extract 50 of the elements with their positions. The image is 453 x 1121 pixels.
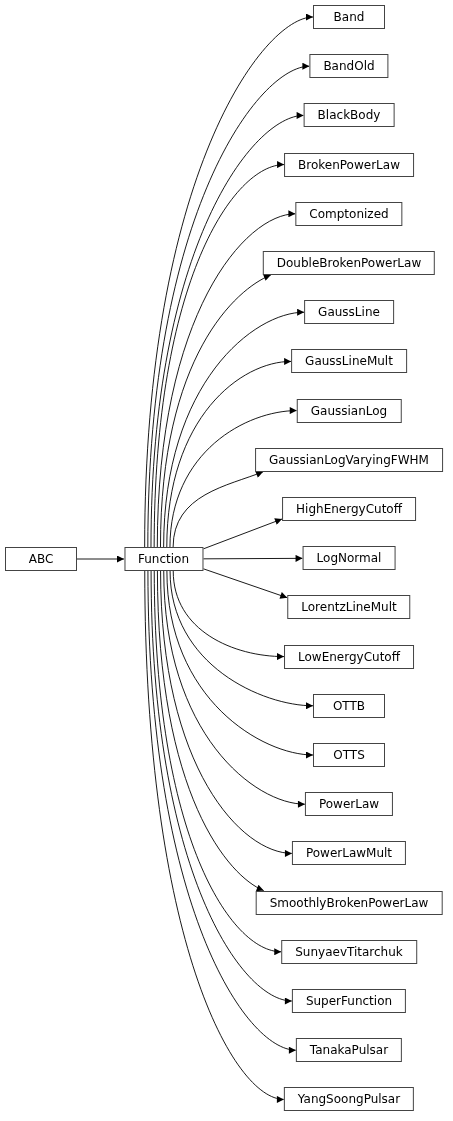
class-box bbox=[287, 595, 411, 620]
class-name: Comptonized bbox=[309, 207, 389, 220]
class-name: SmoothlyBrokenPowerLaw bbox=[269, 896, 429, 909]
class-box bbox=[291, 841, 407, 866]
class-box bbox=[5, 547, 77, 571]
class-name: BrokenPowerLaw bbox=[298, 158, 400, 171]
class-name: BlackBody bbox=[317, 109, 381, 122]
class-box bbox=[295, 201, 403, 226]
class-box bbox=[283, 1087, 415, 1112]
class-box bbox=[284, 644, 414, 669]
class-name: LorentzLineMult bbox=[301, 601, 397, 614]
class-box bbox=[282, 497, 416, 521]
class-box bbox=[304, 300, 394, 325]
class-name: GaussLine bbox=[318, 306, 380, 319]
class-box bbox=[255, 890, 443, 915]
class-name: OTTS bbox=[333, 749, 365, 761]
class-box bbox=[124, 547, 203, 571]
class-name: BandOld bbox=[323, 60, 375, 73]
class-name: DoubleBrokenPowerLaw bbox=[276, 257, 422, 269]
class-box bbox=[313, 693, 385, 718]
class-box bbox=[262, 251, 436, 275]
class-box bbox=[313, 5, 385, 29]
class-name: TanakaPulsar bbox=[309, 1044, 389, 1057]
class-box bbox=[284, 152, 414, 177]
class-name: PowerLawMult bbox=[305, 847, 393, 860]
class-name: ABC bbox=[28, 553, 54, 565]
class-box bbox=[255, 447, 443, 472]
class-box bbox=[313, 743, 385, 767]
class-box bbox=[295, 1038, 403, 1063]
class-name: GaussianLogVaryingFWHM bbox=[269, 453, 429, 466]
class-name: SunyaevTitarchuk bbox=[295, 945, 403, 958]
class-box bbox=[281, 939, 417, 964]
class-box bbox=[309, 54, 389, 79]
class-box bbox=[302, 546, 396, 571]
class-name: YangSoongPulsar bbox=[297, 1093, 401, 1106]
class-box bbox=[304, 792, 394, 817]
class-name: Function bbox=[138, 553, 189, 565]
class-name: LogNormal bbox=[316, 552, 382, 565]
class-box bbox=[291, 989, 407, 1013]
class-name: GaussLineMult bbox=[305, 355, 393, 368]
class-name: Band bbox=[333, 11, 365, 23]
class-name: HighEnergyCutoff bbox=[296, 503, 402, 515]
class-box bbox=[291, 349, 407, 374]
class-name: PowerLaw bbox=[318, 798, 380, 811]
class-box bbox=[296, 398, 402, 423]
class-box bbox=[303, 103, 395, 128]
class-name: OTTB bbox=[332, 699, 366, 712]
class-name: SuperFunction bbox=[305, 995, 393, 1007]
class-name: LowEnergyCutoff bbox=[298, 650, 400, 663]
class-name: GaussianLog bbox=[310, 404, 388, 417]
